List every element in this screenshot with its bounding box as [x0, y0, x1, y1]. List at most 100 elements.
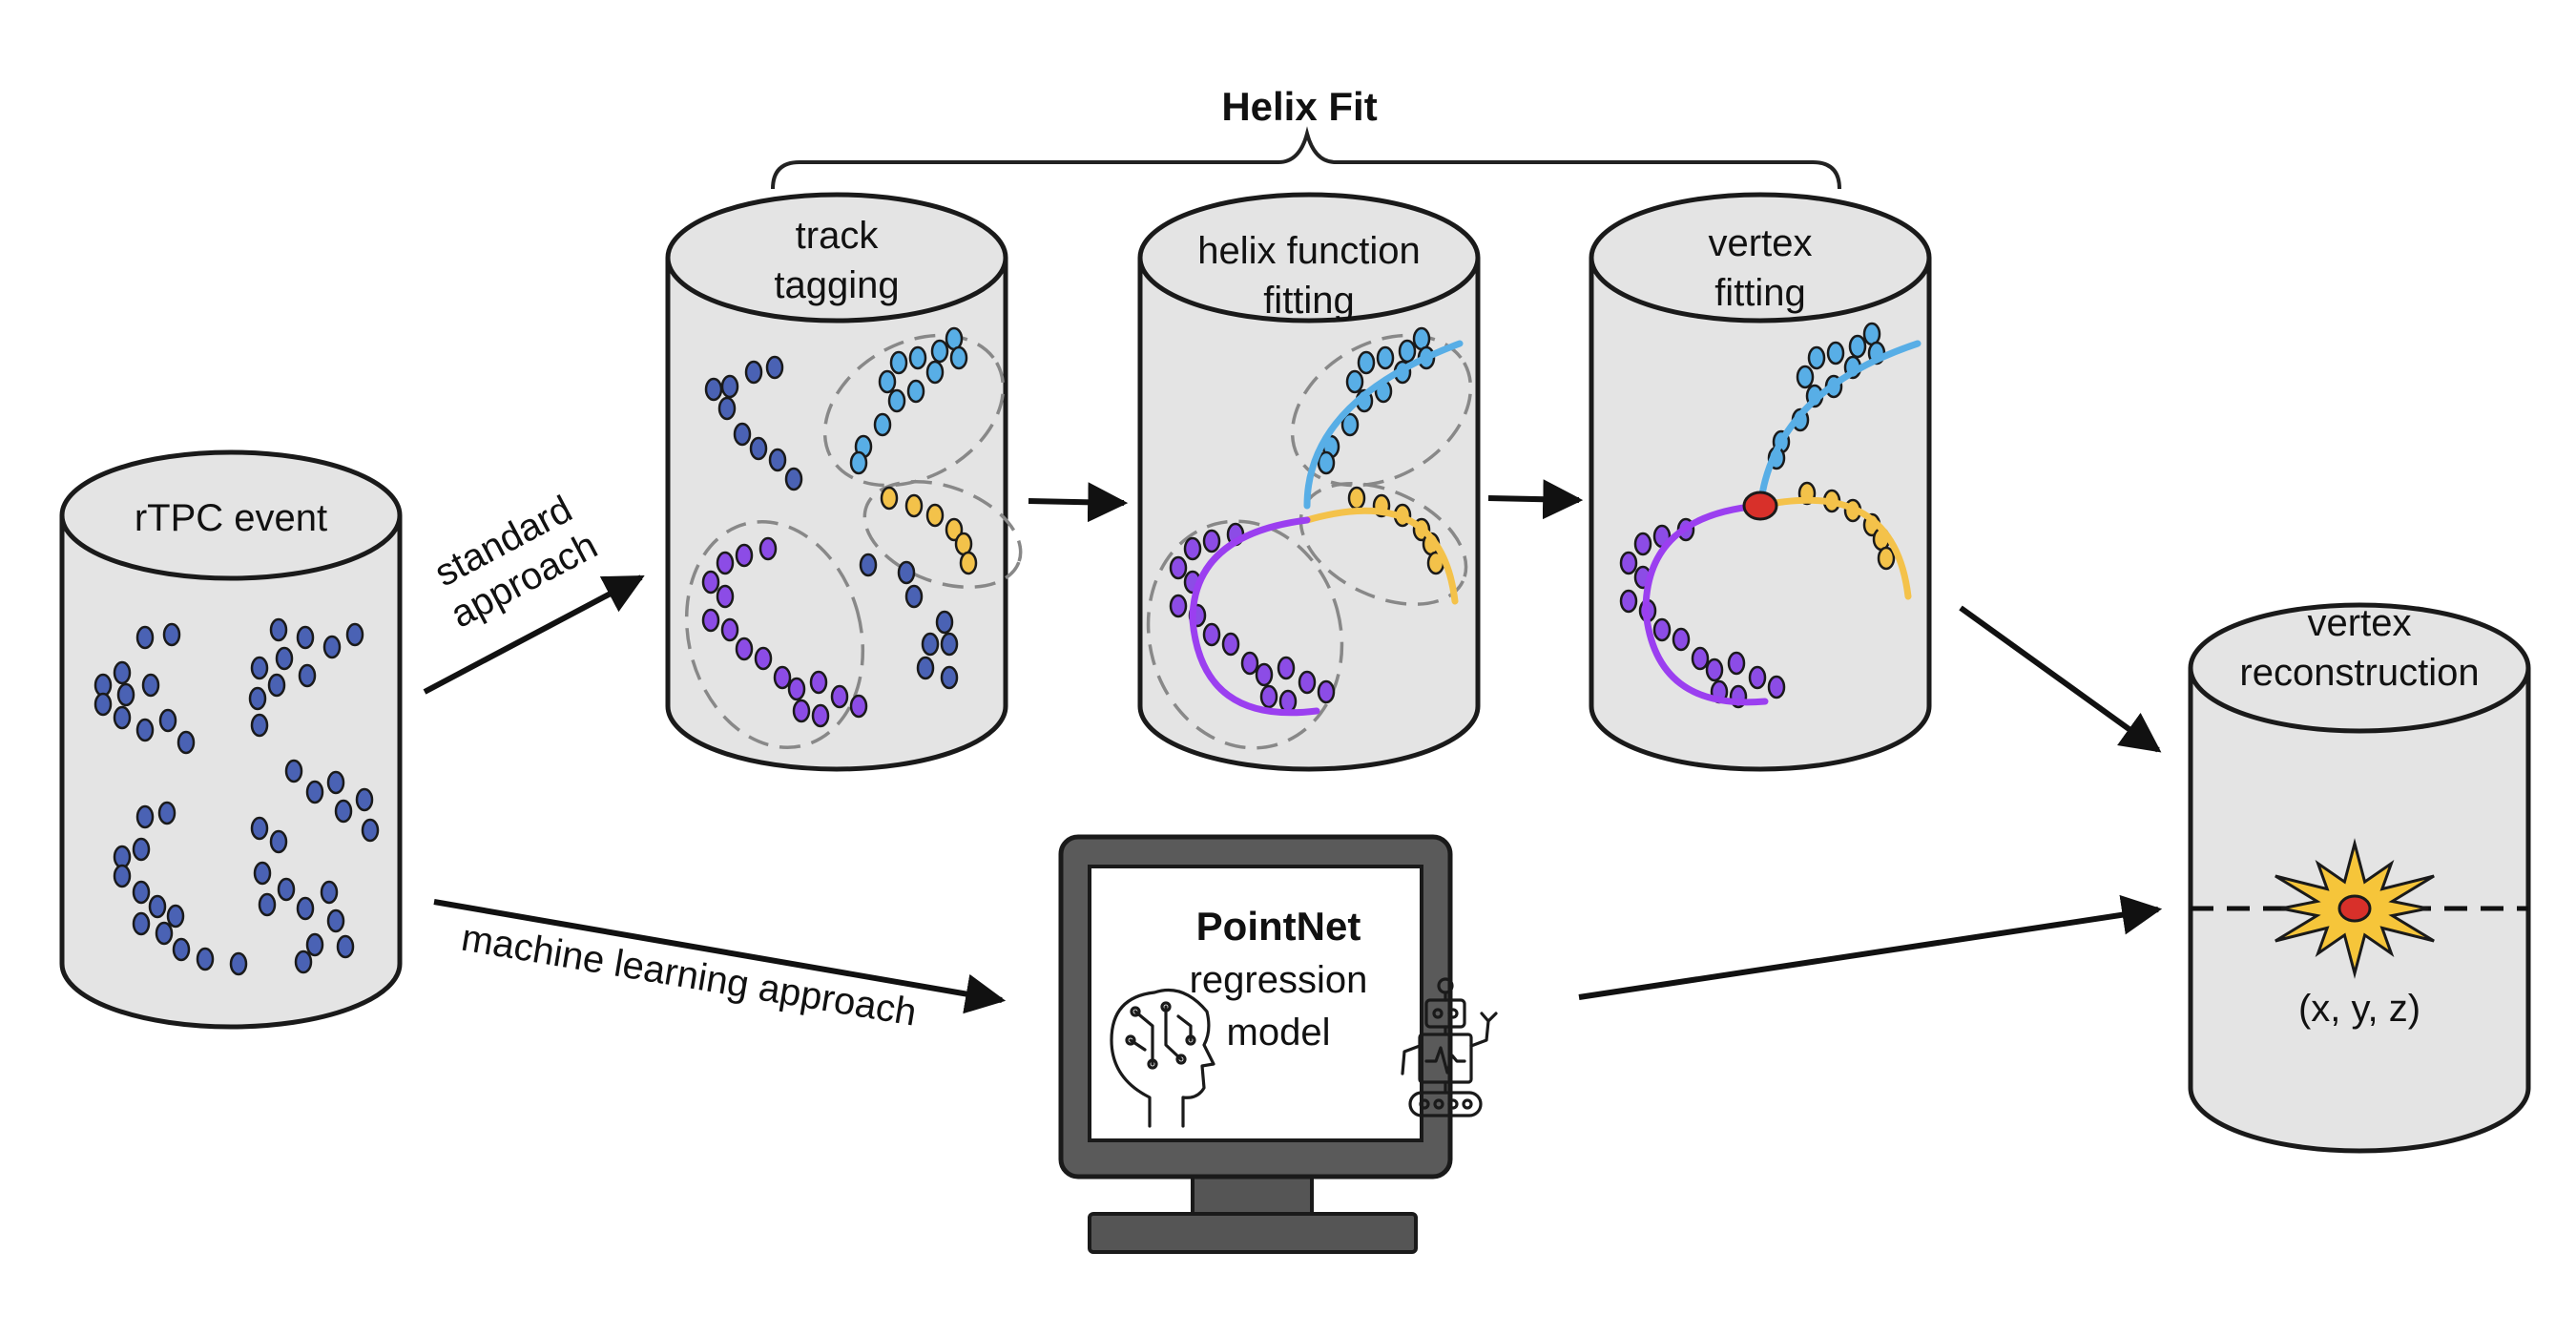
hit-point	[267, 673, 286, 698]
hit-point	[887, 388, 906, 413]
hit-point	[1412, 326, 1431, 351]
hit-point	[172, 937, 191, 962]
hit-point	[904, 493, 924, 518]
hit-point	[258, 892, 277, 917]
cylinder-helix-function-fitting: helix function fitting	[1137, 192, 1481, 772]
point-cloud-track-tagging	[701, 326, 978, 728]
hit-point	[1278, 689, 1298, 714]
hit-point	[113, 864, 132, 888]
monitor: PointNet regression model	[1058, 834, 1498, 1254]
hit-point	[148, 894, 167, 919]
hit-point	[1202, 622, 1221, 647]
hit-point	[908, 345, 927, 370]
hit-point	[113, 660, 132, 685]
hit-point	[873, 412, 892, 437]
hit-point	[849, 450, 868, 475]
hit-point	[1398, 339, 1417, 364]
hit-point	[945, 517, 964, 542]
hit-point	[177, 730, 196, 755]
cylinder-label-vertex-fitting-1: vertex	[1709, 222, 1813, 264]
hit-point	[1169, 555, 1188, 580]
hit-point	[361, 818, 380, 843]
hit-point	[1705, 658, 1724, 682]
model-description-1: regression	[1190, 959, 1368, 1001]
hit-point	[248, 686, 267, 711]
hit-point	[1691, 646, 1710, 671]
hit-point	[906, 379, 925, 404]
hit-point	[954, 532, 973, 556]
cylinder-label-helix-fitting-2: fitting	[1263, 280, 1355, 322]
hit-point	[196, 947, 215, 971]
hit-point	[135, 804, 155, 829]
hit-point	[250, 816, 269, 841]
arrow-icon	[1959, 605, 2162, 753]
hit-point	[250, 713, 269, 738]
hit-point	[811, 703, 830, 728]
cylinder-label-helix-fitting-1: helix function	[1197, 230, 1420, 272]
hit-point	[1340, 412, 1360, 437]
hit-point	[1240, 651, 1259, 676]
hit-point	[269, 829, 288, 854]
vertex-coordinates: (x, y, z)	[2298, 988, 2420, 1030]
hit-point	[830, 684, 849, 709]
robot-icon	[1401, 977, 1498, 1117]
hit-point	[765, 355, 784, 380]
hit-point	[1796, 365, 1815, 389]
hit-point	[1672, 627, 1691, 652]
hit-point	[162, 622, 181, 647]
hit-point	[935, 610, 954, 635]
hit-point	[1357, 350, 1376, 375]
arrow-icon	[433, 899, 1007, 1014]
hit-point	[336, 934, 355, 959]
hit-point	[345, 622, 364, 647]
hit-point	[880, 486, 899, 511]
hit-point	[135, 718, 155, 742]
hit-point	[959, 551, 978, 575]
hit-point	[157, 801, 177, 825]
model-description-2: model	[1227, 1012, 1331, 1054]
hit-point	[1317, 679, 1336, 704]
point-cloud-rtpc-event	[93, 617, 380, 976]
hit-point	[925, 503, 945, 528]
hit-point	[809, 670, 828, 695]
arrow-icon	[1578, 894, 2163, 1000]
hit-point	[284, 759, 303, 783]
reconstructed-vertex-marker	[2337, 894, 2372, 923]
hit-point	[334, 799, 353, 824]
hit-point	[787, 677, 806, 701]
hit-point	[253, 861, 272, 886]
hit-point	[1183, 536, 1202, 561]
hit-point	[1862, 322, 1881, 346]
hit-point	[1255, 662, 1274, 687]
hit-point	[735, 543, 754, 568]
hit-point	[916, 656, 935, 680]
hit-point	[132, 911, 151, 936]
cylinder-label-rtpc-event: rTPC event	[135, 497, 327, 539]
hit-point	[158, 708, 177, 733]
hit-point	[1317, 450, 1336, 475]
cylinder-label-track-tagging-1: track	[796, 215, 880, 257]
hit-point	[733, 422, 752, 447]
hit-point	[141, 673, 160, 698]
cylinder-label-vertex-fitting-2: fitting	[1714, 272, 1806, 314]
cylinder-vertex-reconstruction: vertex reconstruction (x, y, z)	[2188, 602, 2531, 1154]
hit-point	[1221, 632, 1240, 657]
hit-point	[717, 396, 737, 421]
hit-point	[93, 692, 113, 717]
hit-point	[320, 880, 339, 905]
hit-point	[1727, 651, 1746, 676]
hit-point	[940, 665, 959, 690]
hit-point	[135, 625, 155, 650]
hit-point	[229, 951, 248, 976]
hit-point	[744, 360, 763, 385]
hit-point	[113, 845, 132, 869]
hit-point	[1619, 589, 1638, 614]
cylinder-rtpc-event: rTPC event	[59, 449, 403, 1030]
hit-point	[720, 374, 739, 399]
hit-point	[132, 880, 151, 905]
hit-point	[1259, 684, 1278, 709]
hit-point	[849, 694, 868, 719]
hit-point	[305, 780, 324, 804]
model-name: PointNet	[1196, 904, 1361, 949]
